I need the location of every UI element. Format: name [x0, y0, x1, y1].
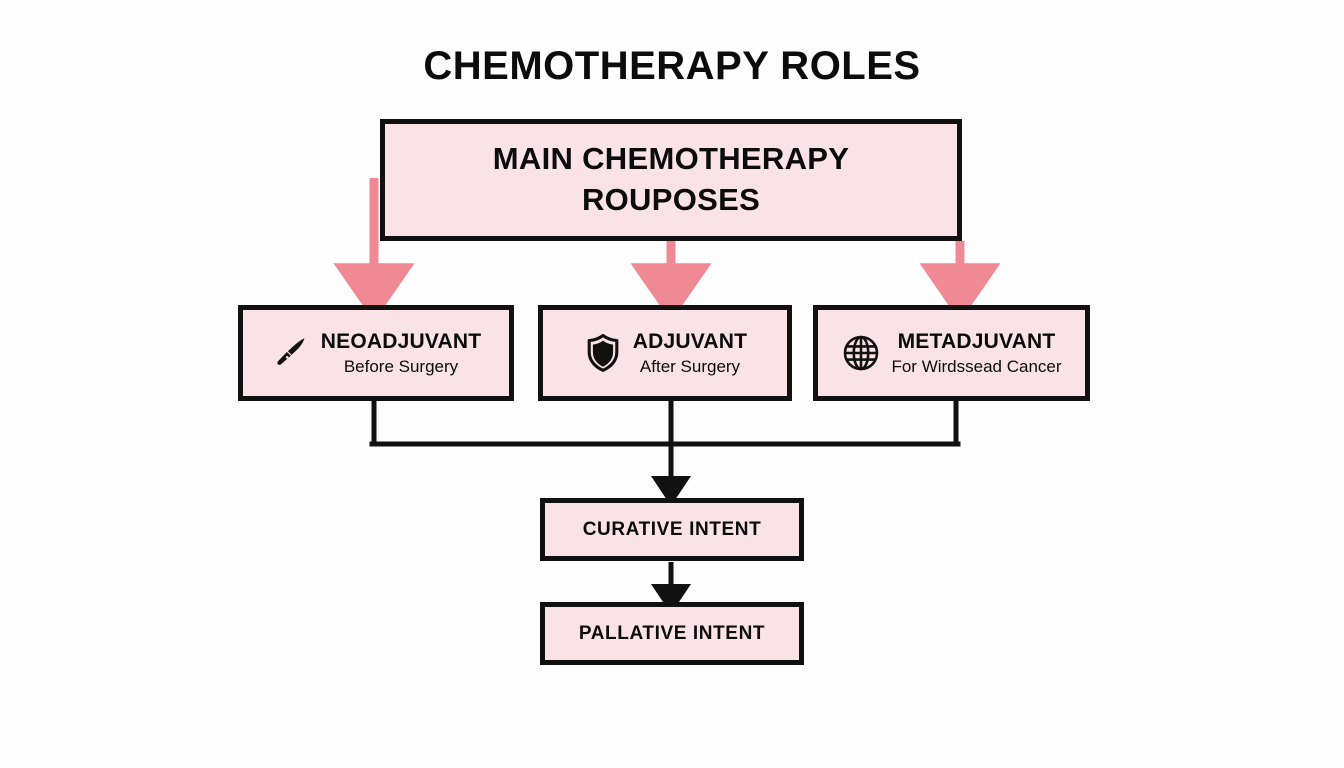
- main-node-line-2: ROUPOSES: [581, 182, 761, 217]
- adjuvant-title: ADJUVANT: [632, 330, 748, 354]
- shield-icon: [583, 331, 623, 375]
- node-neoadjuvant[interactable]: NEOADJUVANT Before Surgery: [238, 305, 514, 401]
- metadjuvant-text: METADJUVANT For Wirdssead Cancer: [891, 330, 1061, 376]
- node-curative-intent[interactable]: CURATIVE INTENT: [540, 498, 804, 561]
- node-metadjuvant[interactable]: METADJUVANT For Wirdssead Cancer: [813, 305, 1090, 401]
- neoadjuvant-title: NEOADJUVANT: [320, 330, 482, 354]
- page-title: CHEMOTHERAPY ROLES: [423, 44, 921, 88]
- palliative-intent-label: PALLATIVE INTENT: [578, 622, 766, 644]
- neoadjuvant-text: NEOADJUVANT Before Surgery: [321, 330, 482, 376]
- metadjuvant-title: METADJUVANT: [897, 330, 1056, 354]
- node-palliative-intent[interactable]: PALLATIVE INTENT: [540, 602, 804, 665]
- main-node-line-1: MAIN CHEMOTHERAPY: [492, 141, 850, 177]
- node-main-chemotherapy-purposes[interactable]: MAIN CHEMOTHERAPY ROUPOSES: [380, 119, 962, 241]
- curative-intent-label: CURATIVE INTENT: [582, 518, 762, 540]
- globe-icon: [841, 331, 881, 375]
- node-adjuvant[interactable]: ADJUVANT After Surgery: [538, 305, 792, 401]
- adjuvant-subtitle: After Surgery: [639, 356, 741, 376]
- bracket-categories-to-curative: [369, 398, 961, 506]
- metadjuvant-subtitle: For Wirdssead Cancer: [891, 356, 1062, 376]
- neoadjuvant-subtitle: Before Surgery: [343, 356, 459, 376]
- adjuvant-text: ADJUVANT After Surgery: [633, 330, 747, 376]
- scalpel-icon: [271, 331, 311, 375]
